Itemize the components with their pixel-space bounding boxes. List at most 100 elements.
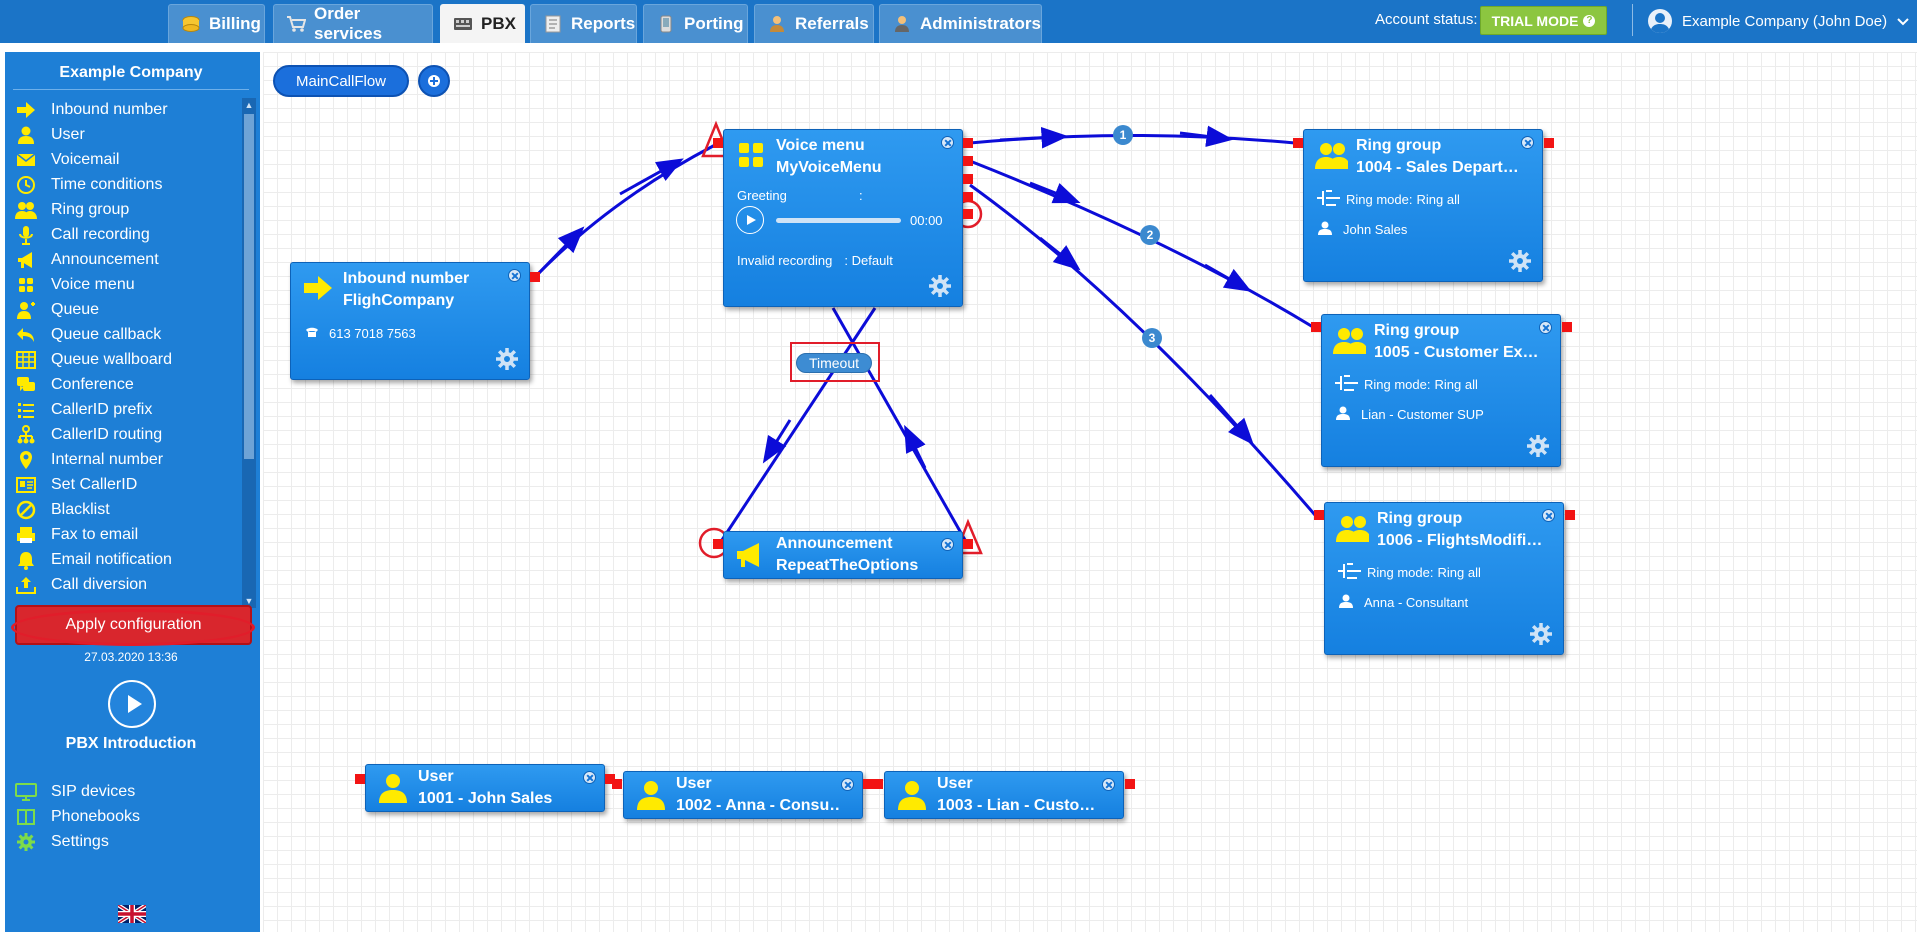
user-icon <box>895 778 929 812</box>
output-port-timeout[interactable] <box>963 209 973 219</box>
play-button[interactable] <box>736 206 764 234</box>
sidebar-item-email-notification[interactable]: Email notification <box>15 549 172 571</box>
cart-icon <box>286 14 306 34</box>
pbx-introduction-label[interactable]: PBX Introduction <box>65 735 197 752</box>
sidebar-item-internal-number[interactable]: Internal number <box>15 449 163 471</box>
tab-referrals[interactable]: Referrals <box>754 4 874 43</box>
output-port[interactable] <box>1565 510 1575 520</box>
sidebar-item-sip-devices[interactable]: SIP devices <box>15 781 135 803</box>
output-port[interactable] <box>605 774 615 784</box>
output-port[interactable] <box>863 779 873 789</box>
user-icon <box>376 771 410 805</box>
output-port[interactable] <box>1562 322 1572 332</box>
input-port[interactable] <box>355 774 365 784</box>
tab-billing[interactable]: Billing <box>168 4 265 43</box>
close-icon[interactable] <box>583 771 596 784</box>
node-list-scrollbar[interactable]: ▲ ▼ <box>242 98 256 608</box>
output-port[interactable] <box>1544 138 1554 148</box>
sidebar-item-settings[interactable]: Settings <box>15 831 109 853</box>
tab-porting[interactable]: Porting <box>643 4 748 43</box>
output-port[interactable] <box>1125 779 1135 789</box>
uk-flag-icon[interactable] <box>118 905 146 923</box>
timeout-label[interactable]: Timeout <box>796 353 872 373</box>
play-intro-button[interactable] <box>108 680 156 728</box>
close-icon[interactable] <box>841 778 854 791</box>
close-icon[interactable] <box>941 136 954 149</box>
close-icon[interactable] <box>1542 509 1555 522</box>
output-port-2[interactable] <box>963 156 973 166</box>
scroll-down-icon[interactable]: ▼ <box>244 596 254 606</box>
tab-order-services[interactable]: Order services <box>273 4 433 43</box>
gear-icon[interactable] <box>1508 249 1532 273</box>
input-port[interactable] <box>612 779 622 789</box>
output-port-3[interactable] <box>963 174 973 184</box>
sidebar-item-phonebooks[interactable]: Phonebooks <box>15 806 140 828</box>
sidebar-item-user[interactable]: User <box>15 124 85 146</box>
megaphone-icon <box>15 250 37 270</box>
sidebar-item-set-callerid[interactable]: Set CallerID <box>15 474 137 496</box>
sidebar-item-ring-group[interactable]: Ring group <box>15 199 129 221</box>
close-icon[interactable] <box>1521 136 1534 149</box>
gear-icon[interactable] <box>495 347 519 371</box>
input-port[interactable] <box>1293 138 1303 148</box>
gear-icon[interactable] <box>1529 622 1553 646</box>
sidebar-item-callerid-routing[interactable]: CallerID routing <box>15 424 162 446</box>
sidebar-item-blacklist[interactable]: Blacklist <box>15 499 110 521</box>
tab-administrators[interactable]: Administrators <box>879 4 1042 43</box>
sidebar-item-queue-callback[interactable]: Queue callback <box>15 324 161 346</box>
user-menu[interactable]: Example Company (John Doe) <box>1648 8 1909 34</box>
megaphone-icon <box>734 538 768 572</box>
output-port[interactable] <box>963 539 973 549</box>
sidebar-item-label: Call diversion <box>51 576 148 593</box>
output-port-invalid[interactable] <box>963 192 973 202</box>
sidebar-item-label: Blacklist <box>51 501 110 518</box>
input-port[interactable] <box>713 539 723 549</box>
group-icon <box>1332 323 1366 357</box>
trial-mode-button[interactable]: TRIAL MODE ? <box>1480 6 1607 35</box>
sidebar-item-callerid-prefix[interactable]: CallerID prefix <box>15 399 152 421</box>
scroll-thumb[interactable] <box>244 114 254 459</box>
output-port[interactable] <box>530 272 540 282</box>
audio-progress-bar[interactable] <box>776 217 901 223</box>
apply-configuration-button[interactable]: Apply configuration <box>15 605 252 645</box>
tab-reports[interactable]: Reports <box>530 4 637 43</box>
sidebar-item-announcement[interactable]: Announcement <box>15 249 159 271</box>
sidebar-item-fax-to-email[interactable]: Fax to email <box>15 524 138 546</box>
sidebar-item-conference[interactable]: Conference <box>15 374 134 396</box>
ring-mode-prefix: Ring mode: <box>1367 565 1434 580</box>
input-port[interactable] <box>873 779 883 789</box>
input-port[interactable] <box>713 138 723 148</box>
separator <box>1632 4 1633 36</box>
close-icon[interactable] <box>1539 321 1552 334</box>
gear-icon[interactable] <box>1526 434 1550 458</box>
sidebar-item-time-conditions[interactable]: Time conditions <box>15 174 162 196</box>
close-icon[interactable] <box>1102 778 1115 791</box>
sidebar-item-call-recording[interactable]: Call recording <box>15 224 150 246</box>
add-flow-button[interactable] <box>418 65 450 97</box>
sidebar-item-queue-wallboard[interactable]: Queue wallboard <box>15 349 172 371</box>
sidebar-item-label: Internal number <box>51 451 164 468</box>
flow-tab-mainflow[interactable]: MainCallFlow <box>273 65 409 97</box>
input-port[interactable] <box>1314 510 1324 520</box>
sidebar-item-inbound-number[interactable]: Inbound number <box>15 99 168 121</box>
sidebar-item-voicemail[interactable]: Voicemail <box>15 149 119 171</box>
output-port-1[interactable] <box>963 138 973 148</box>
close-icon[interactable] <box>941 538 954 551</box>
sidebar-item-queue[interactable]: Queue <box>15 299 99 321</box>
close-icon[interactable] <box>508 269 521 282</box>
sidebar-item-call-diversion[interactable]: Call diversion <box>15 574 147 596</box>
gear-icon[interactable] <box>928 274 952 298</box>
sidebar-item-voice-menu[interactable]: Voice menu <box>15 274 135 296</box>
tab-pbx[interactable]: PBX <box>440 4 525 43</box>
input-port[interactable] <box>1311 322 1321 332</box>
scroll-up-icon[interactable]: ▲ <box>244 100 254 110</box>
